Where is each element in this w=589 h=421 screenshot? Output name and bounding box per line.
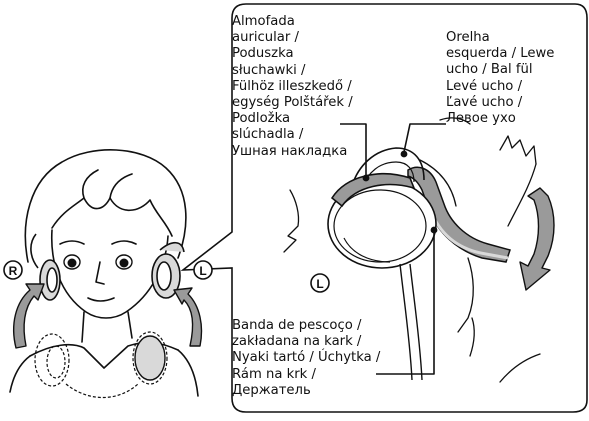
ear-pad-line: Almofada [232,14,295,29]
ear-pad-line: Fülhöz illeszkedő / [232,78,352,94]
headband-arc [351,147,425,187]
marker-left-detail-text: L [316,277,323,291]
neckband-line: Rám na krk / [232,366,316,382]
neckband-line: Держатель [232,382,311,398]
eyes [63,254,133,270]
ear-pad-line: auricular / [232,30,299,46]
person-head [9,149,199,397]
ear-pad-line: Poduszka [232,46,294,62]
label-ear-pad: Almofada auricular / Poduszka słuchawki … [232,14,353,160]
marker-left-text: L [199,264,206,278]
ear-pad-line: Podložka [232,111,291,127]
ear-pad-line: słuchawki / [232,62,306,78]
left-ear-line: Levé ucho / [446,78,523,94]
left-ear-line: Левое ухо [446,111,516,127]
leader-lines [340,123,446,375]
neckband-line: Banda de pescoço / [232,318,362,333]
cord [399,263,423,381]
rotate-arrow-icon-2 [173,287,203,347]
swing-arrow-icon [519,187,555,291]
ear-pad-line: Ушная накладка [232,143,348,159]
detail-earpiece [327,172,437,269]
label-neckband: Banda de pescoço / zakładana na kark / N… [232,318,380,399]
marker-right: R [3,260,23,280]
ear-pad-line: egység Polštářek / [232,95,353,111]
marker-left-detail: L [310,273,330,293]
marker-left: L [193,260,213,280]
right-earpiece [30,233,61,301]
neckband-line: zakładana na kark / [232,334,362,350]
earpiece-hanging [134,335,166,381]
neckband-line: Nyaki tartó / Úchytka / [232,350,381,366]
marker-right-text: R [9,264,18,278]
left-ear-line: Orelha [446,30,490,45]
ear-pad-line: slúchadla / [232,127,304,143]
left-ear-line: ucho / Bal fül [446,62,533,78]
label-left-ear: Orelha esquerda / Lewe ucho / Bal fül Le… [446,30,554,127]
rotate-arrow-icon [13,283,45,349]
detail-hair [283,117,541,383]
left-ear-line: Ľavé ucho / [446,94,523,110]
left-earpiece [151,241,185,299]
left-ear-line: esquerda / Lewe [446,46,555,62]
